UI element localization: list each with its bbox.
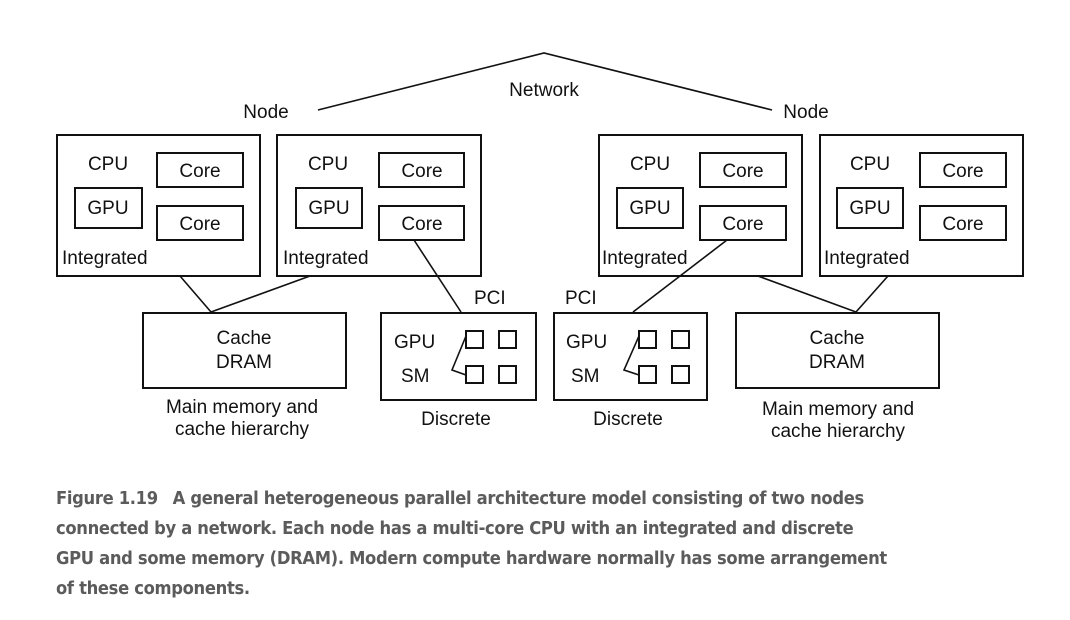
- integrated-label: Integrated: [283, 248, 369, 269]
- sm-pointer: [622, 335, 640, 376]
- core-box: [378, 205, 465, 241]
- gpu-label: GPU: [308, 198, 349, 219]
- sm-pointer: [450, 335, 467, 376]
- caption-line: GPU and some memory (DRAM). Modern compu…: [56, 549, 887, 569]
- integrated-gpu-box: [616, 187, 684, 229]
- figure-caption: Figure 1.19 A general heterogeneous paral…: [56, 484, 977, 604]
- sm-label: SM: [401, 366, 430, 387]
- pci-link: [413, 239, 462, 313]
- node-right: CPU Core GPU Core Integrated CPU Core GP…: [553, 134, 1024, 442]
- core-box: [378, 152, 465, 188]
- gpu-label: GPU: [629, 198, 670, 219]
- sm-box: [638, 365, 657, 384]
- memory-caption: cache hierarchy: [175, 419, 310, 440]
- main-memory: Cache DRAM Main memory and cache hierarc…: [142, 312, 347, 440]
- sm-box: [465, 330, 484, 349]
- memory-cache-label: Cache: [217, 328, 272, 349]
- caption-line: Figure 1.19 A general heterogeneous paral…: [56, 484, 977, 514]
- node-label-right: Node: [783, 102, 828, 123]
- memory-link: [210, 275, 311, 313]
- core-label: Core: [401, 214, 442, 235]
- cpu-label: CPU: [850, 154, 890, 175]
- figure-number: Figure 1.19: [56, 489, 158, 509]
- pci-link: [632, 239, 728, 313]
- sm-box: [465, 365, 484, 384]
- sm-box: [498, 330, 517, 349]
- node-label-left: Node: [243, 102, 288, 123]
- pci-label: PCI: [474, 288, 506, 309]
- memory-link: [179, 275, 212, 313]
- caption-text: A general heterogeneous parallel archite…: [172, 489, 865, 509]
- sm-label: SM: [571, 366, 600, 387]
- integrated-gpu-box: [836, 187, 904, 229]
- discrete-gpu-label: GPU: [566, 332, 607, 353]
- sm-box: [498, 365, 517, 384]
- architecture-diagram: Network Node Node CPU Core GPU Core Inte…: [56, 52, 1024, 442]
- cpu-label: CPU: [308, 154, 348, 175]
- discrete-caption: Discrete: [421, 409, 491, 430]
- discrete-caption: Discrete: [593, 409, 663, 430]
- core-box: [156, 152, 244, 188]
- core-label: Core: [401, 161, 442, 182]
- core-box: [156, 205, 244, 241]
- integrated-label: Integrated: [824, 248, 910, 269]
- integrated-label: Integrated: [602, 248, 688, 269]
- core-box: [919, 205, 1007, 241]
- memory-caption: Main memory and: [762, 399, 914, 420]
- memory-link: [855, 275, 889, 313]
- cpu-package: CPU Core GPU Core Integrated: [56, 134, 261, 277]
- core-box: [919, 152, 1007, 188]
- memory-dram-label: DRAM: [809, 352, 865, 373]
- core-box: [699, 152, 787, 188]
- integrated-gpu-box: [74, 187, 143, 229]
- caption-line: connected by a network. Each node has a …: [56, 519, 854, 539]
- cpu-label: CPU: [630, 154, 670, 175]
- main-memory: Cache DRAM Main memory and cache hierarc…: [735, 312, 940, 442]
- node-left: CPU Core GPU Core Integrated CPU Core GP…: [56, 134, 537, 440]
- core-label: Core: [722, 161, 763, 182]
- core-box: [699, 205, 787, 241]
- gpu-label: GPU: [87, 198, 128, 219]
- integrated-gpu-box: [295, 187, 363, 229]
- cpu-package: CPU Core GPU Core Integrated: [598, 134, 803, 277]
- memory-caption: cache hierarchy: [771, 421, 906, 442]
- cpu-label: CPU: [88, 154, 128, 175]
- memory-link: [757, 275, 857, 313]
- discrete-gpu-label: GPU: [394, 332, 435, 353]
- core-label: Core: [942, 214, 983, 235]
- core-label: Core: [942, 161, 983, 182]
- discrete-gpu: PCI GPU SM Discrete: [553, 288, 708, 430]
- core-label: Core: [179, 161, 220, 182]
- core-label: Core: [179, 214, 220, 235]
- caption-line: of these components.: [56, 579, 250, 599]
- network-label: Network: [509, 80, 579, 101]
- discrete-gpu: PCI GPU SM Discrete: [380, 288, 537, 430]
- integrated-label: Integrated: [62, 248, 148, 269]
- cpu-package: CPU Core GPU Core Integrated: [819, 134, 1024, 277]
- memory-dram-label: DRAM: [216, 352, 272, 373]
- pci-label: PCI: [565, 288, 597, 309]
- sm-box: [671, 330, 690, 349]
- sm-box: [671, 365, 690, 384]
- gpu-label: GPU: [849, 198, 890, 219]
- memory-cache-label: Cache: [810, 328, 865, 349]
- cpu-package: CPU Core GPU Core Integrated: [276, 134, 482, 277]
- network-link: [317, 52, 773, 111]
- sm-box: [638, 330, 657, 349]
- memory-caption: Main memory and: [166, 397, 318, 418]
- core-label: Core: [722, 214, 763, 235]
